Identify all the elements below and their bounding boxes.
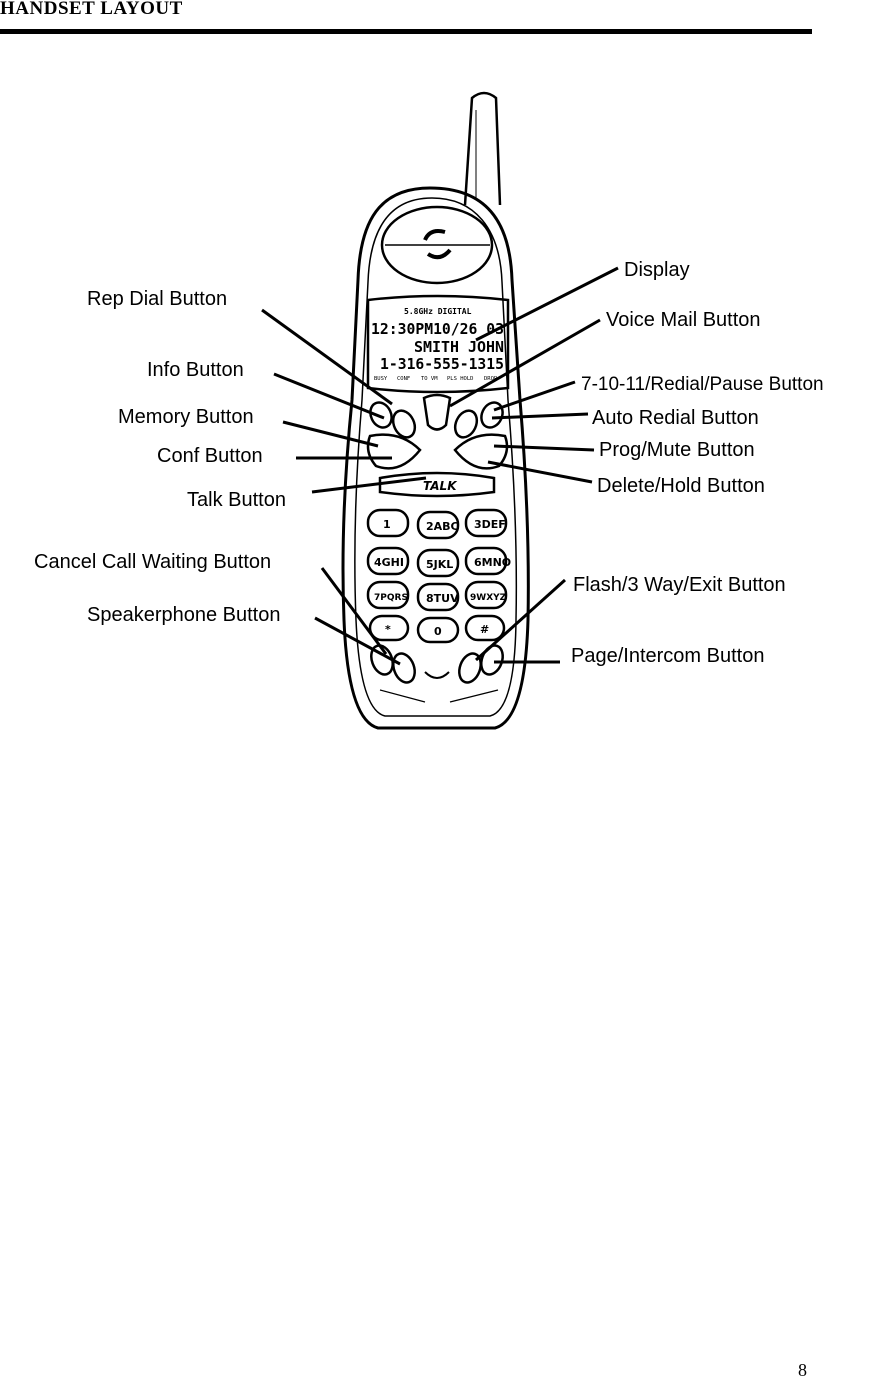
key-3: 3DEF [474,518,506,531]
handset-illustration [341,91,530,730]
delete-hold-label: Delete/Hold Button [597,475,765,497]
memory-conf-keys [366,433,422,470]
key-star: * [385,623,391,636]
display-status-busy: BUSY [374,376,388,382]
handset-diagram: 5.8GHz DIGITAL 12:30PM10/26 03 SMITH JOH… [261,91,619,730]
speakerphone-label: Speakerphone Button [87,604,281,626]
display-status-pls-hold: PLS HOLD [447,376,474,382]
title-rule [0,29,812,34]
conf-label: Conf Button [157,445,263,467]
redial-key [480,401,504,429]
key-6: 6MNO [474,556,511,569]
microphone [424,671,450,679]
leader-talk [311,476,427,494]
display-line-3: 1-316-555-1315 [380,355,504,373]
display-brand: 5.8GHz DIGITAL [404,307,472,316]
callout-leaders [261,266,619,666]
leader-delete-hold [487,460,593,484]
leader-auto-redial [491,412,589,420]
key-1: 1 [383,518,391,531]
leader-display [475,266,619,342]
display-status-drop: DROP [484,376,498,382]
key-8: 8TUV [426,592,459,605]
leader-rep-dial [261,308,393,406]
display-screen [366,294,510,394]
key-2: 2ABC [426,520,459,533]
page-intercom-label: Page/Intercom Button [571,645,765,667]
flash-label: Flash/3 Way/Exit Button [573,574,786,596]
speakerphone-key [392,652,416,684]
key-0: 0 [434,625,442,638]
info-label: Info Button [147,359,244,381]
auto-redial-label: Auto Redial Button [592,407,759,429]
nav-key [422,393,452,431]
cancel-call-waiting-key [370,644,394,676]
earpiece [380,205,494,285]
display-line-2: SMITH JOHN [414,338,504,356]
prog-delete-keys [453,433,509,470]
page-intercom-key [480,644,504,676]
antenna [463,91,502,206]
voice-mail-key [453,409,479,439]
number-keypad [366,508,508,644]
leader-prog-mute [493,444,595,452]
info-key [391,409,417,439]
talk-key-label: TALK [423,479,458,493]
memory-label: Memory Button [118,406,254,428]
display-status-to-vm: TO VM [421,376,438,382]
display-status-conf: CONF [397,376,410,382]
display-contents: 5.8GHz DIGITAL 12:30PM10/26 03 SMITH JOH… [371,307,504,382]
key-5: 5JKL [426,558,453,571]
leader-memory [282,420,379,448]
leader-speakerphone [314,616,401,666]
redial-pause-label: 7-10-11/Redial/Pause Button [581,374,824,395]
key-7: 7PQRS [374,593,408,603]
key-4: 4GHI [374,556,404,569]
key-hash: # [480,623,489,636]
rep-dial-key [369,401,393,429]
leader-voice-mail [449,318,601,408]
cancel-call-waiting-label: Cancel Call Waiting Button [34,551,272,573]
handset-body [341,186,530,730]
talk-label: Talk Button [187,489,286,511]
talk-key [378,471,496,498]
key-9: 9WXYZ [470,593,507,603]
voice-mail-label: Voice Mail Button [606,309,761,331]
display-line-1: 12:30PM10/26 03 [371,320,504,338]
prog-mute-label: Prog/Mute Button [599,439,755,461]
leader-flash [474,578,567,662]
leader-redial [493,380,576,412]
flash-key [458,652,482,684]
page-number: 8 [798,1360,807,1380]
rep-dial-label: Rep Dial Button [87,288,228,310]
leader-cancel-call-waiting [320,567,388,655]
display-label: Display [624,259,690,281]
page-title: HANDSET LAYOUT [0,0,183,19]
keypad-labels: TALK 1 2ABC 3DEF 4GHI 5JKL 6MNO 7PQRS 8T… [374,479,511,638]
leader-info [273,372,385,420]
